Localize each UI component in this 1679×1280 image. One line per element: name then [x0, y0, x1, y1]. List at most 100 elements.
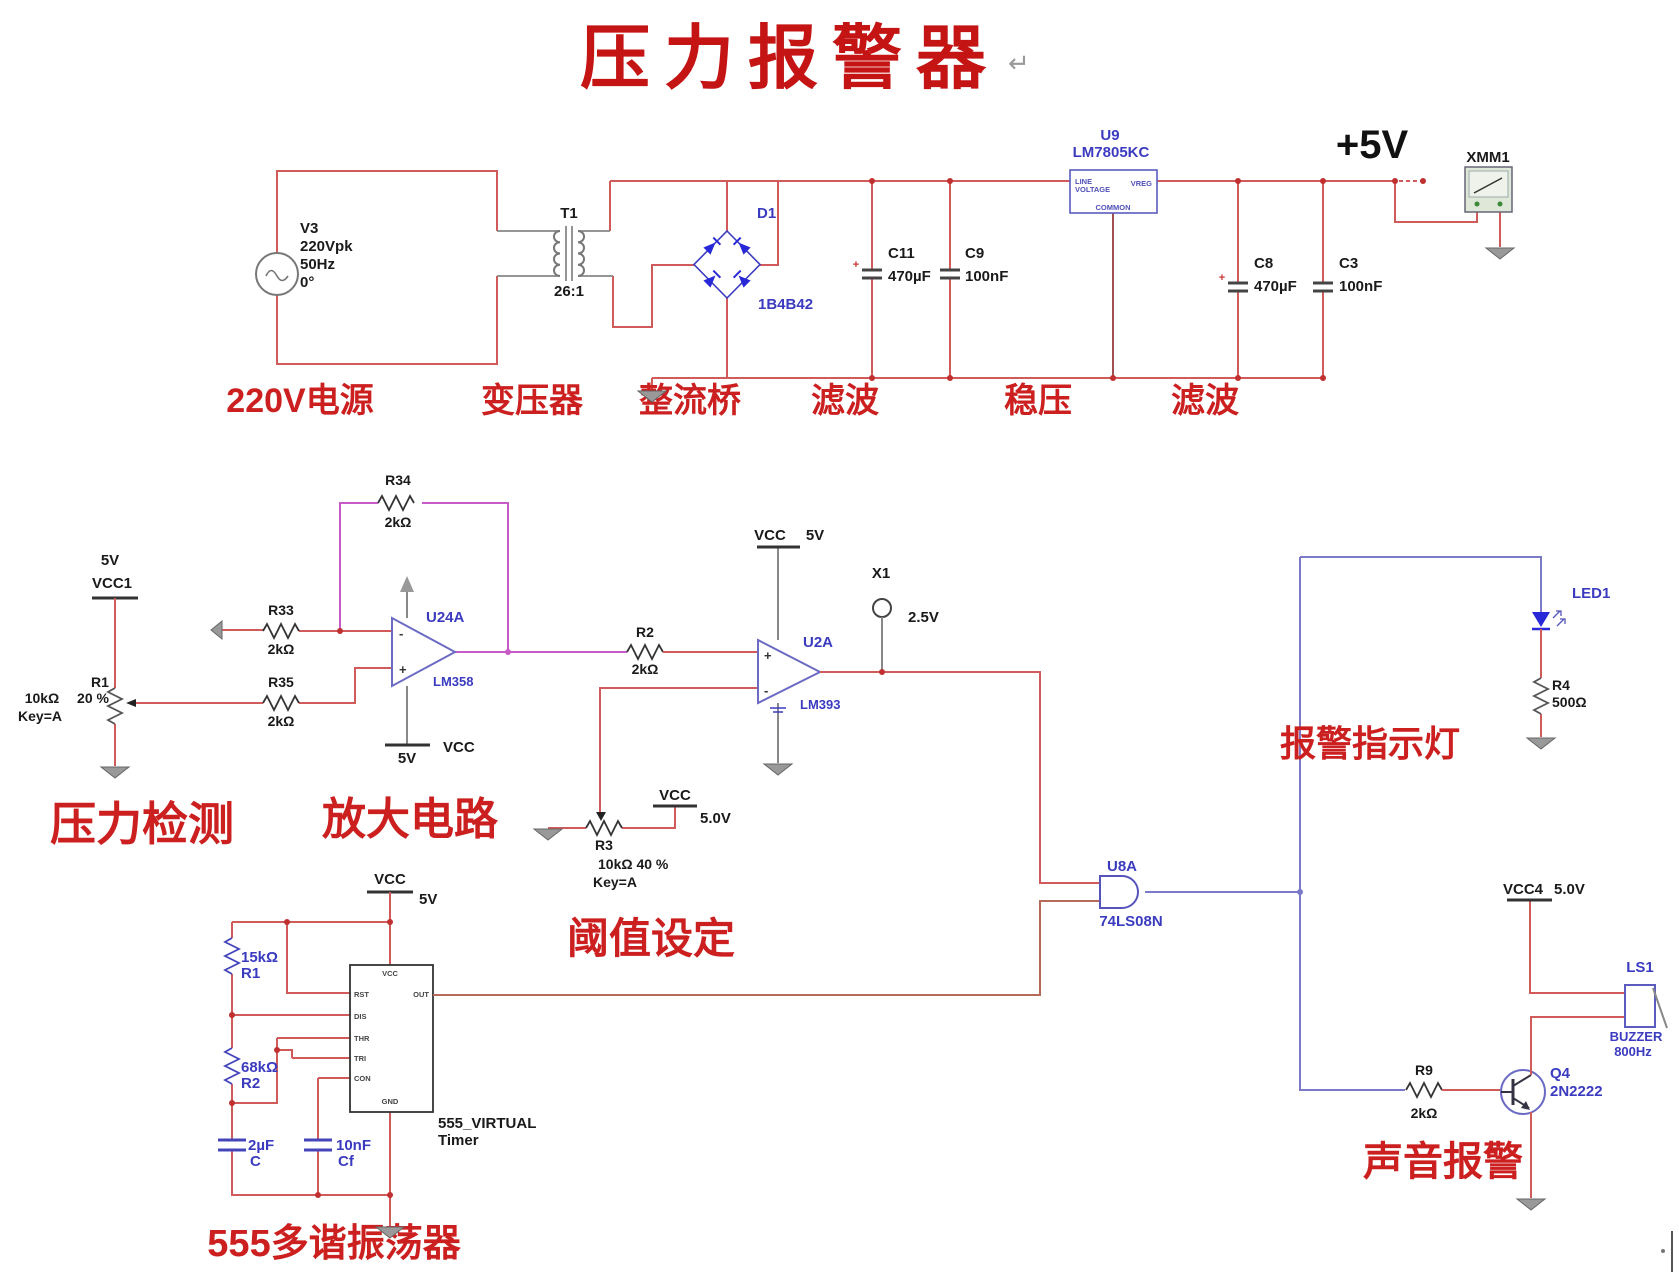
wire-555-out[interactable]: [433, 900, 1100, 996]
r35-zigzag[interactable]: [262, 693, 300, 713]
capacitor-c9[interactable]: C9 100nF: [940, 245, 1008, 285]
r4-zigzag[interactable]: [1531, 677, 1551, 715]
wire-555[interactable]: [231, 892, 391, 1226]
wire-r33[interactable]: [222, 629, 392, 632]
c3-plates[interactable]: [1313, 281, 1333, 293]
buzzer-ls1[interactable]: LS1 BUZZER 800Hz: [1610, 959, 1668, 1059]
wire-threshold[interactable]: [548, 687, 758, 829]
c-plates[interactable]: [218, 1138, 246, 1152]
r9-zigzag[interactable]: [1405, 1080, 1443, 1100]
r3-vcc-v: 5.0V: [700, 810, 731, 827]
opamp-u24a[interactable]: - + 5V VCC U24A LM358: [385, 576, 475, 767]
wire-comp-out[interactable]: [820, 671, 1100, 884]
capacitor-cf[interactable]: 10nF Cf: [304, 1137, 371, 1170]
r34-zigzag[interactable]: [377, 493, 415, 513]
wire-q4-buzzer[interactable]: [1529, 900, 1625, 1198]
resistor-r4[interactable]: R4 500Ω: [1531, 677, 1587, 715]
ground-symbols[interactable]: [99, 247, 1557, 1239]
x1-probe-icon[interactable]: [872, 598, 892, 618]
ac-source-v3[interactable]: V3 220Vpk 50Hz 0°: [255, 220, 353, 296]
c11-plates[interactable]: [862, 268, 882, 280]
c8-plates[interactable]: [1228, 281, 1248, 293]
osc-r1-zigzag[interactable]: [222, 937, 242, 975]
u2a-triangle[interactable]: [757, 638, 823, 705]
resistor-osc-r1[interactable]: 15kΩ R1: [222, 937, 278, 982]
potentiometer-r3[interactable]: R3 10kΩ 40 % Key=A VCC 5.0V: [585, 787, 731, 890]
bridge-rectifier-d1[interactable]: D1 1B4B42: [692, 205, 813, 313]
cf-plates[interactable]: [304, 1138, 332, 1152]
and-gate-u8a[interactable]: U8A 74LS08N: [1099, 858, 1163, 930]
wire-dc-rail[interactable]: [609, 180, 1395, 328]
capacitor-c[interactable]: 2µF C: [218, 1137, 274, 1170]
led-triangle-icon[interactable]: [1532, 612, 1550, 627]
ground-icon[interactable]: [99, 766, 131, 779]
regulator-u9[interactable]: U9 LM7805KC LINE VOLTAGE VREG COMMON: [1069, 127, 1158, 214]
capacitor-c11[interactable]: + C11 470µF: [853, 245, 931, 285]
wire-primary[interactable]: [276, 170, 498, 365]
capacitor-c3[interactable]: C3 100nF: [1313, 255, 1382, 295]
transformer-t1[interactable]: T1 26:1: [497, 205, 613, 300]
transistor-q4[interactable]: Q4 2N2222: [1500, 1065, 1603, 1115]
ground-icon[interactable]: [762, 763, 794, 776]
xmm1-terminal-neg[interactable]: [1474, 201, 1480, 207]
c9-plates[interactable]: [940, 268, 960, 280]
wire-gnd-rail[interactable]: [651, 278, 1324, 391]
ac-source-symbol[interactable]: [255, 252, 299, 296]
wire-xmm1[interactable]: [1394, 181, 1501, 247]
resistor-osc-r2[interactable]: 68kΩ R2: [222, 1047, 278, 1092]
osc-vcc-label: VCC: [374, 871, 406, 888]
u8a-body[interactable]: [1099, 875, 1139, 909]
timer-555[interactable]: VCC RST DIS THR TRI CON GND OUT 555_VIRT…: [349, 964, 536, 1149]
resistor-r2[interactable]: R2 2kΩ: [626, 624, 664, 677]
resistor-r35[interactable]: R35 2kΩ: [262, 674, 300, 729]
capacitor-c8[interactable]: + C8 470µF: [1219, 255, 1297, 295]
wire-feedback-magenta[interactable]: [339, 502, 627, 653]
ground-icon[interactable]: [1525, 737, 1557, 750]
vcc1-supply[interactable]: 5V VCC1: [92, 552, 138, 600]
wire-wiper-to-amp[interactable]: [136, 667, 392, 704]
t1-ratio: 26:1: [554, 283, 584, 300]
ground-icon[interactable]: [1515, 1198, 1547, 1211]
junction-dot: [1235, 178, 1241, 184]
potentiometer-r1[interactable]: R1 10kΩ 20 % Key=A: [18, 674, 136, 725]
resistor-r9[interactable]: R9 2kΩ: [1405, 1062, 1443, 1121]
sine-icon: [265, 269, 289, 282]
resistor-r34[interactable]: R34 2kΩ: [377, 472, 415, 530]
r1-zigzag[interactable]: [105, 687, 125, 725]
r2-zigzag[interactable]: [626, 642, 664, 662]
osc-vcc-supply[interactable]: VCC 5V: [367, 871, 437, 908]
pin-gnd: GND: [382, 1097, 399, 1106]
led1[interactable]: LED1: [1532, 585, 1610, 631]
comparator-u2a[interactable]: + - VCC 5V U2A LM393: [754, 527, 840, 763]
resistor-r33[interactable]: R33 2kΩ: [262, 602, 300, 657]
r4-value: 500Ω: [1552, 694, 1587, 710]
r33-zigzag[interactable]: [262, 621, 300, 641]
r3-zigzag[interactable]: [585, 818, 623, 838]
bridge-outline[interactable]: [692, 229, 762, 300]
c8-value: 470µF: [1254, 278, 1297, 295]
secondary-coil[interactable]: [577, 230, 586, 277]
u24a-plus: +: [399, 662, 407, 677]
r34-value: 2kΩ: [385, 514, 412, 530]
ground-icon[interactable]: [1484, 247, 1516, 260]
primary-coil[interactable]: [552, 230, 561, 277]
u24a-triangle[interactable]: [391, 616, 458, 688]
ls1-body[interactable]: [1624, 984, 1656, 1028]
probe-x1[interactable]: X1 2.5V: [872, 565, 939, 672]
input-ground-icon[interactable]: [210, 619, 223, 641]
ground-icon[interactable]: [532, 828, 564, 841]
xmm1-terminal-pos[interactable]: [1497, 201, 1503, 207]
multimeter-xmm1[interactable]: XMM1: [1464, 149, 1513, 213]
ground-icon[interactable]: [374, 1226, 406, 1239]
ground-icon[interactable]: [636, 390, 668, 403]
transformer-leads[interactable]: [497, 226, 613, 281]
power-wiring[interactable]: [276, 170, 1501, 391]
vcc4-supply[interactable]: VCC4 5.0V: [1503, 881, 1585, 902]
wire-gate-out[interactable]: [1145, 556, 1542, 1091]
u24a-ref: U24A: [426, 609, 465, 626]
timer-body[interactable]: [349, 964, 434, 1113]
label-filter2: 滤波: [1171, 382, 1239, 420]
u9-body[interactable]: [1069, 169, 1158, 214]
osc-r2-zigzag[interactable]: [222, 1047, 242, 1085]
xmm1-ref: XMM1: [1466, 149, 1509, 166]
